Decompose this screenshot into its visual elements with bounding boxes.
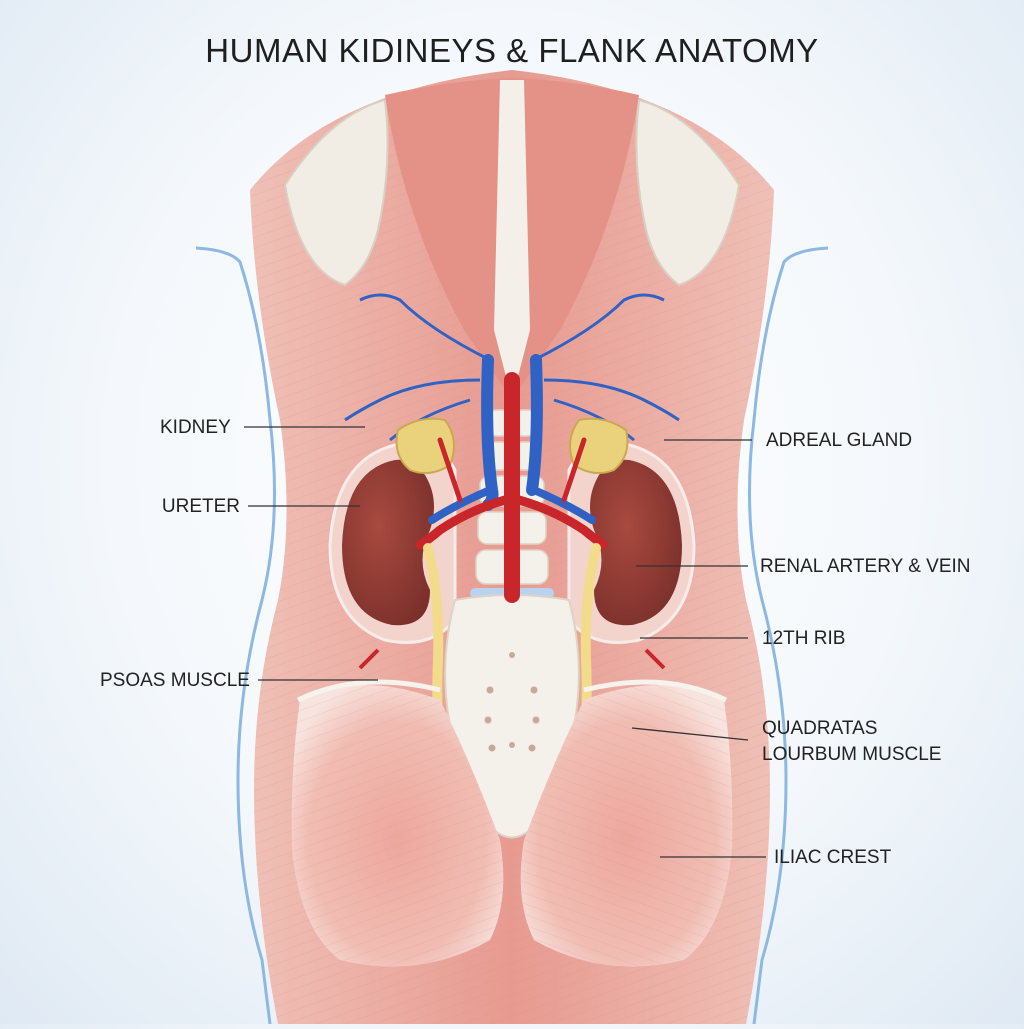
sacral-foramina: [484, 652, 540, 752]
right-adrenal-gland: [569, 417, 629, 475]
spine-fascia: [494, 80, 530, 400]
label-12th-rib: 12TH RIB: [762, 628, 846, 649]
label-iliac-crest: ILIAC CREST: [774, 847, 892, 868]
body-outline-right: [748, 246, 829, 1025]
label-quadratus-line2: LOURBUM MUSCLE: [762, 744, 942, 765]
label-adrenal-gland: ADREAL GLAND: [766, 430, 913, 451]
right-scapula: [635, 98, 741, 287]
left-adrenal-gland: [395, 417, 455, 475]
label-ureter: URETER: [161, 496, 240, 517]
vena-cava: [481, 354, 499, 511]
renal-vessels: [415, 437, 609, 550]
label-kidney: KIDNEY: [160, 417, 231, 438]
body-outline-left: [195, 246, 276, 1025]
label-psoas-muscle: PSOAS MUSCLE: [100, 670, 250, 691]
label-renal-artery-vein: RENAL ARTERY & VEIN: [760, 556, 971, 577]
page-title: HUMAN KIDINEYS & FLANK ANATOMY: [205, 32, 819, 69]
leader-lines: [244, 426, 766, 858]
right-kidney: [590, 459, 682, 626]
right-iliac-crest: [583, 679, 728, 703]
left-iliac-crest: [296, 679, 441, 703]
label-quadratus-line1: QUADRATAS: [762, 718, 878, 739]
left-scapula: [283, 98, 389, 287]
left-kidney: [342, 459, 434, 626]
intercostal-veins: [344, 293, 680, 442]
